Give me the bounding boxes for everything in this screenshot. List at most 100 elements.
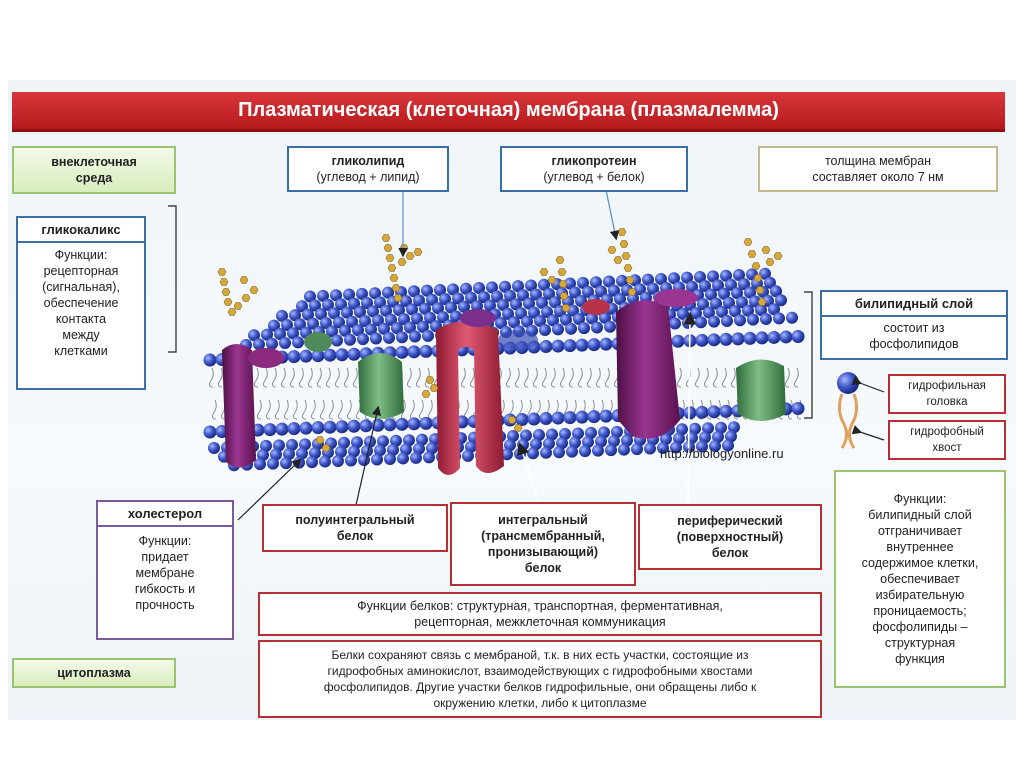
phospholipid-head: [738, 278, 750, 291]
page-title: Плазматическая (клеточная) мембрана (пла…: [12, 92, 1005, 132]
lipid-tail: [505, 367, 511, 388]
lipid-tail: [409, 399, 415, 420]
sugar-residue: [391, 284, 401, 292]
glyco-lines-line: обеспечение: [43, 296, 119, 310]
phospholipid-head: [361, 296, 373, 309]
phospholipid-head: [326, 325, 338, 338]
phospholipid-head: [587, 410, 601, 424]
sugar-residue: [429, 384, 439, 392]
phospholipid-head: [708, 315, 720, 328]
phospholipid-head: [786, 311, 798, 324]
phospholipid-head: [528, 306, 540, 319]
lipid-tail: [265, 399, 271, 420]
phospholipid-head: [270, 448, 282, 461]
phospholipid-head: [767, 330, 781, 344]
glyco-lines-line: рецепторная: [43, 264, 119, 278]
phospholipid-head: [707, 333, 721, 347]
sugar-residue: [625, 276, 635, 284]
sugar-residue: [239, 276, 249, 284]
phospholipid-head: [374, 296, 386, 309]
bil-lines-line: функция: [895, 652, 945, 666]
phospholipid-head: [260, 439, 272, 452]
phospholipid-head: [484, 299, 496, 312]
hydrophilic-head-label: гидрофильная головка: [888, 374, 1006, 414]
phospholipid-head: [569, 436, 581, 449]
sugar-residue: [425, 376, 435, 384]
lipid-tail: [346, 399, 352, 420]
bil-lines-line: обеспечивает: [880, 572, 960, 586]
integral-protein-purple-right: [616, 300, 680, 439]
lipid-tail: [730, 367, 736, 388]
phospholipid-head: [712, 430, 724, 443]
phospholipid-head: [328, 307, 340, 320]
phospholipid-head: [497, 298, 509, 311]
sugar-residue: [249, 286, 259, 294]
sugar-residue: [217, 268, 227, 276]
sugar-residue: [321, 444, 331, 452]
bil-lines-line: отграничивает: [878, 524, 962, 538]
phospholipid-head: [673, 432, 685, 445]
phospholipid-head: [352, 324, 364, 337]
phospholipid-head: [322, 298, 334, 311]
phospholipid-head: [510, 298, 522, 311]
phospholipid-head: [631, 443, 643, 456]
phospholipid-head: [417, 320, 429, 333]
sugar-residue: [619, 240, 629, 248]
sugar-residue: [393, 294, 403, 302]
lipid-tail: [427, 399, 433, 420]
phospholipid-head: [465, 440, 477, 453]
sugar-residue: [747, 250, 757, 258]
phospholipid-head: [323, 348, 337, 362]
phospholipid-head: [400, 443, 412, 456]
phospholipid-head: [331, 334, 343, 347]
sugar-residue: [387, 264, 397, 272]
sugar-residue: [383, 244, 393, 252]
phospholipid-head: [676, 423, 688, 436]
phospholipid-head: [266, 337, 278, 350]
phospholipid-head: [478, 291, 490, 304]
sugar-residue: [381, 234, 391, 242]
phospholipid-head: [397, 452, 409, 465]
protein-small-purple: [460, 309, 496, 327]
lipid-tail: [262, 367, 268, 388]
phospholipid-head: [253, 338, 265, 351]
phospholipid-head: [734, 314, 746, 327]
sugar-residue: [397, 258, 407, 266]
sugar-residue: [765, 258, 775, 266]
phospholipid-head: [592, 444, 604, 457]
sugar-residue: [617, 228, 627, 236]
bil-lines-line: внутреннее: [886, 540, 954, 554]
phospholipid-head: [407, 345, 421, 359]
phospholipid-head: [530, 438, 542, 451]
phospholipid-head: [380, 304, 392, 317]
lipid-tail: [328, 399, 334, 420]
phospholipid-head: [424, 311, 436, 324]
phospholipid-head: [521, 315, 533, 328]
phospholipid-head: [512, 280, 524, 293]
phospholipid-head: [695, 316, 707, 329]
sugar-residue: [623, 264, 633, 272]
phospholipid-head: [502, 307, 514, 320]
phospholipid-head: [393, 304, 405, 317]
phospholipid-head: [447, 283, 459, 296]
phospholipid-head: [547, 314, 559, 327]
phospholipid-head: [598, 426, 610, 439]
phospholipid-head: [279, 337, 291, 350]
phospholipid-head: [287, 350, 301, 364]
phospholipid-head: [311, 349, 325, 363]
phospholipid-head: [410, 451, 422, 464]
sugar-residue: [315, 436, 325, 444]
phospholipid-head: [565, 322, 577, 335]
protein-small-green: [304, 332, 332, 352]
phospholipid-head: [254, 458, 266, 471]
phospholipid-head: [408, 285, 420, 298]
sugar-residue: [539, 268, 549, 276]
phospholipid-head: [248, 329, 260, 342]
lipid-tail: [406, 367, 412, 388]
phospholipid-head: [634, 283, 646, 296]
phospholipid-head: [720, 269, 732, 282]
phospholipid-head: [556, 437, 568, 450]
phospholipid-head: [559, 427, 571, 440]
lipid-tail: [325, 367, 331, 388]
